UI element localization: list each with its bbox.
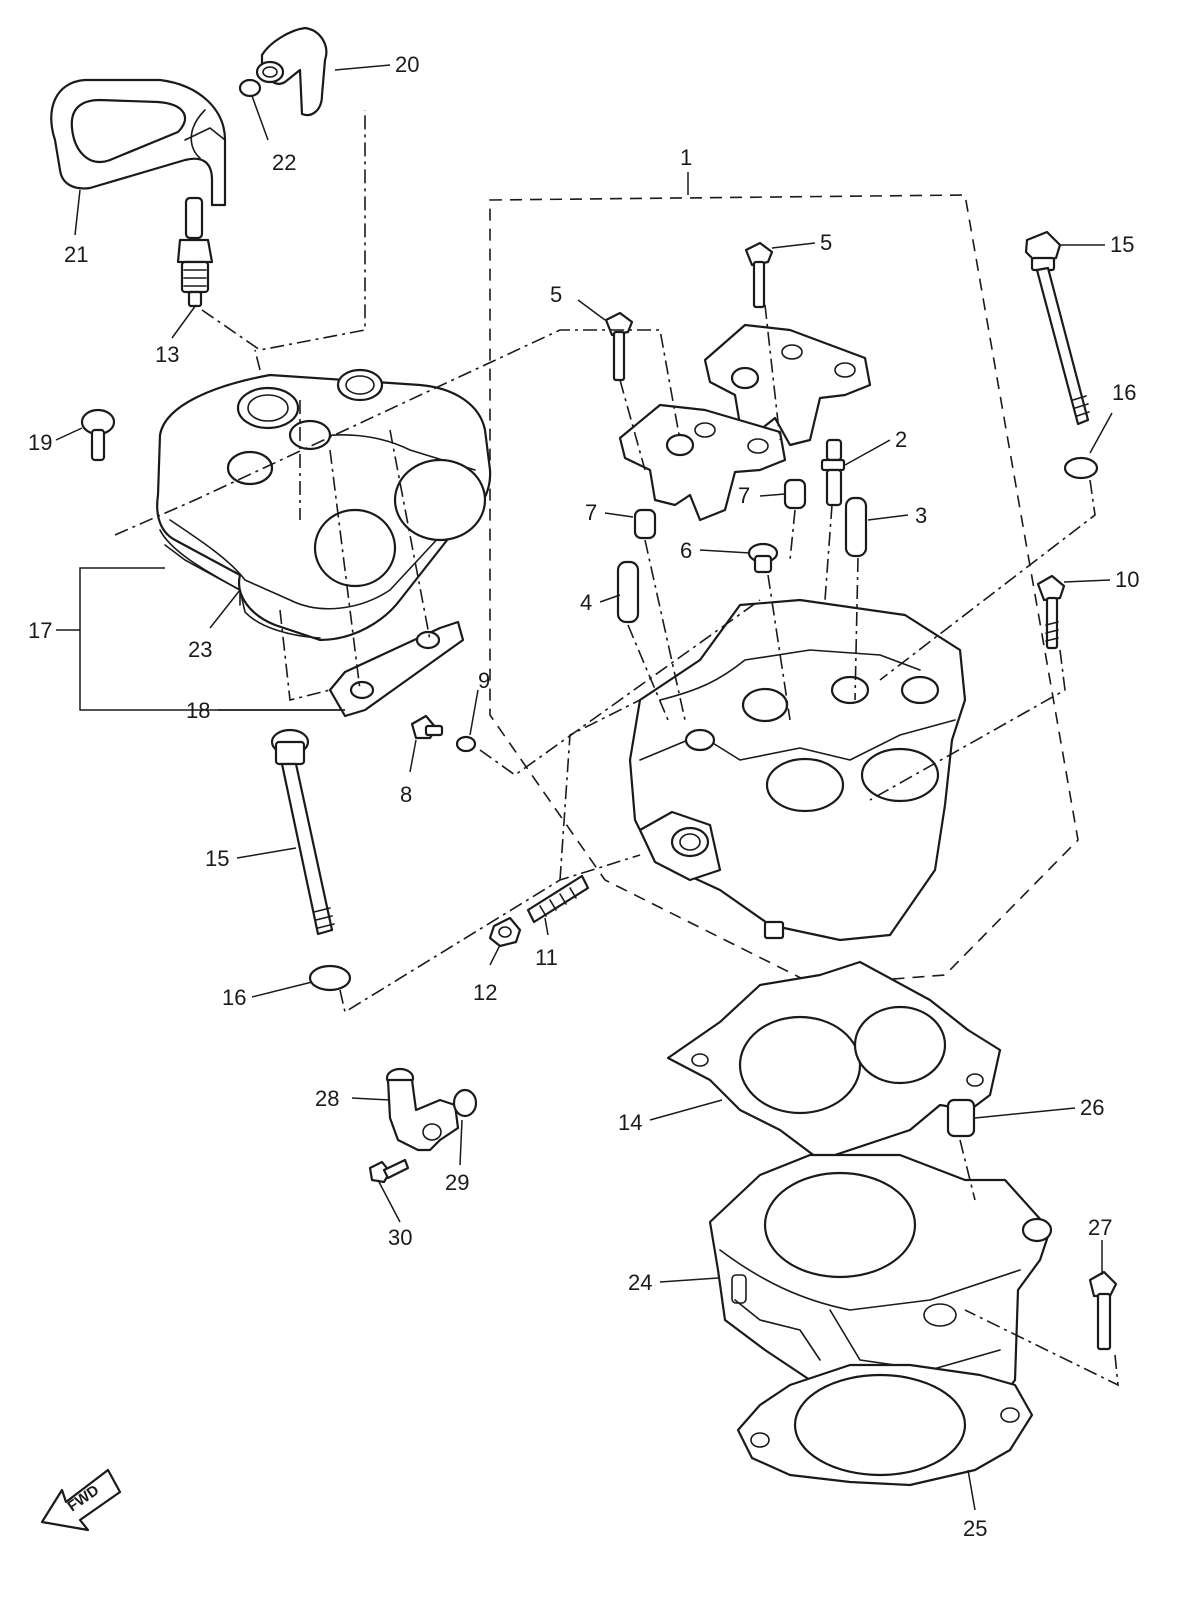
callout-16-right: 16 [1112, 380, 1136, 405]
callout-15-left: 15 [205, 846, 229, 871]
callout-10: 10 [1115, 567, 1139, 592]
bolt-27 [1088, 1270, 1118, 1351]
valve-guide-2 [820, 438, 846, 507]
cylinder-block [708, 1153, 1053, 1432]
breather-hose [50, 78, 227, 207]
callout-24: 24 [628, 1270, 652, 1295]
callout-22: 22 [272, 150, 296, 175]
stud-bolt-15-left [270, 728, 335, 936]
callout-labels: 1 2 3 4 5 5 6 7 7 8 9 10 11 12 13 14 15 … [28, 52, 1139, 1541]
fwd-direction-badge: FWD [40, 1468, 122, 1532]
callout-1: 1 [680, 145, 692, 170]
callout-23: 23 [188, 637, 212, 662]
callout-6: 6 [680, 538, 692, 563]
callout-2: 2 [895, 427, 907, 452]
callout-25: 25 [963, 1516, 987, 1541]
callout-15-right: 15 [1110, 232, 1134, 257]
o-ring-22 [238, 78, 262, 98]
callout-27: 27 [1088, 1215, 1112, 1240]
callout-12: 12 [473, 980, 497, 1005]
callout-11: 11 [535, 945, 558, 970]
callout-17: 17 [28, 618, 52, 643]
callout-20: 20 [395, 52, 419, 77]
callout-26: 26 [1080, 1095, 1104, 1120]
cover-plate [328, 620, 465, 718]
cylinder-head [628, 598, 967, 942]
water-fitting [385, 1067, 460, 1152]
callout-13: 13 [155, 342, 179, 367]
camshaft-cap-lower [618, 403, 787, 522]
bolt-5-lower [604, 311, 634, 382]
clamp-12 [488, 916, 522, 948]
bolt-10 [1036, 574, 1066, 650]
callout-7-left: 7 [585, 500, 597, 525]
washer-9 [455, 735, 477, 753]
callout-14: 14 [618, 1110, 642, 1135]
callout-8: 8 [400, 782, 412, 807]
cylinder-head-gasket [666, 960, 1002, 1162]
callout-7-right: 7 [738, 483, 750, 508]
callout-29: 29 [445, 1170, 469, 1195]
stud-11 [526, 874, 590, 924]
camshaft-cap-upper [703, 323, 872, 447]
callout-5-lower: 5 [550, 282, 562, 307]
valve-seal-6 [747, 542, 779, 574]
bolt-8 [410, 714, 444, 740]
callout-16-left: 16 [222, 985, 246, 1010]
callout-28: 28 [315, 1086, 339, 1111]
callout-9: 9 [478, 668, 490, 693]
leader-lines [55, 64, 1113, 1511]
spark-plug [176, 196, 214, 308]
callout-5-upper: 5 [820, 230, 832, 255]
bolt-5-upper [744, 241, 774, 309]
callout-30: 30 [388, 1225, 412, 1250]
bolt-30 [368, 1158, 410, 1184]
callout-19: 19 [28, 430, 52, 455]
breather-elbow [255, 26, 328, 117]
bolt-19 [80, 408, 116, 462]
alignment-lines [114, 110, 1119, 1387]
callout-3: 3 [915, 503, 927, 528]
cylinder-base-gasket [736, 1363, 1034, 1487]
washer-16-right [1063, 456, 1099, 480]
valve-cover [156, 368, 492, 642]
o-ring-29 [452, 1088, 478, 1118]
arrow-icon [40, 1468, 122, 1532]
valve-guide-4 [616, 560, 640, 624]
dowel-pin-7-left [633, 508, 657, 540]
callout-4: 4 [580, 590, 592, 615]
stud-bolt-15-right [1024, 230, 1090, 426]
dowel-pin-7-right [783, 478, 807, 510]
dowel-pin-26 [946, 1098, 976, 1138]
washer-16-left [308, 964, 352, 992]
callout-18: 18 [186, 698, 210, 723]
callout-21: 21 [64, 242, 88, 267]
valve-guide-3 [844, 496, 868, 558]
